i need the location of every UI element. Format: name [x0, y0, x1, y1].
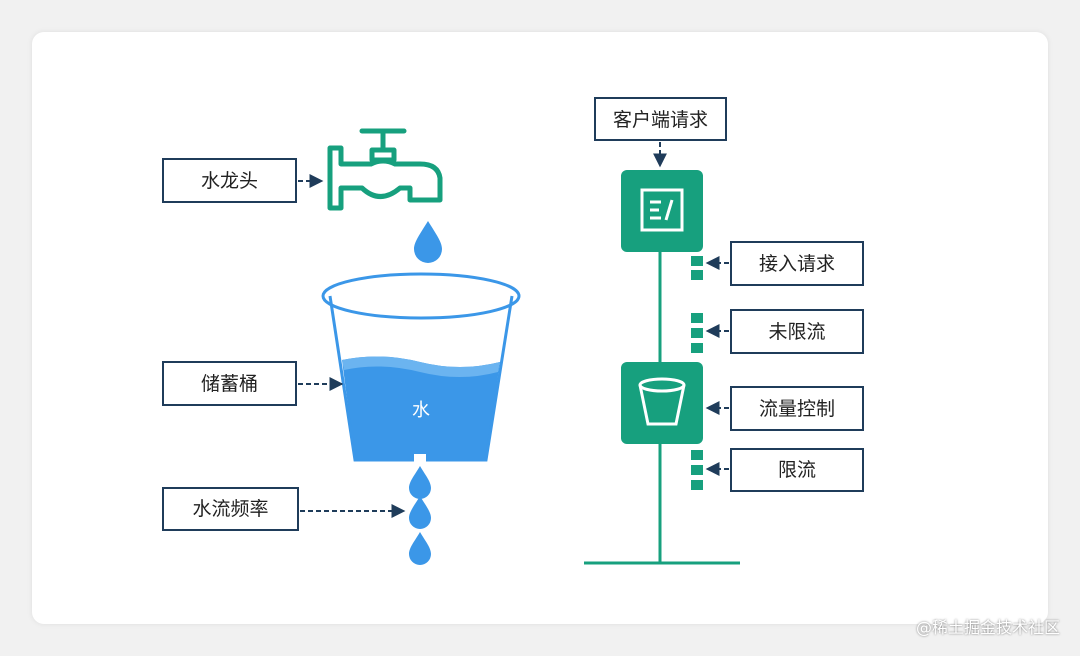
water-label: 水 — [412, 400, 430, 421]
client-request-box: 客户端请求 — [594, 97, 727, 141]
accept-request-box: 接入请求 — [730, 241, 864, 286]
unlimited-box: 未限流 — [730, 309, 864, 354]
water-drop-icon — [414, 221, 442, 263]
bucket-label: 储蓄桶 — [201, 373, 258, 395]
flow-control-node — [621, 362, 703, 444]
water-drop-icon — [409, 496, 431, 529]
segment-markers — [691, 256, 703, 490]
water-drop-icon — [409, 466, 431, 499]
faucet-label-box: 水龙头 — [162, 158, 297, 203]
client-request-label: 客户端请求 — [613, 109, 708, 131]
flow-control-label: 流量控制 — [759, 398, 835, 420]
limited-box: 限流 — [730, 448, 864, 492]
faucet-icon — [327, 128, 443, 211]
limited-label: 限流 — [778, 459, 816, 481]
bucket-icon: 水 — [321, 272, 521, 464]
document-icon — [640, 188, 684, 232]
bucket-label-box: 储蓄桶 — [162, 361, 297, 406]
request-node — [621, 170, 703, 252]
unlimited-label: 未限流 — [768, 321, 825, 343]
accept-request-label: 接入请求 — [759, 253, 835, 275]
watermark: @稀土掘金技术社区 — [915, 618, 1060, 637]
bucket-icon — [638, 377, 686, 426]
faucet-label: 水龙头 — [201, 170, 258, 192]
flow-rate-label: 水流频率 — [192, 498, 268, 520]
water-drop-icon — [409, 532, 431, 565]
flow-rate-label-box: 水流频率 — [162, 487, 299, 531]
flow-control-box: 流量控制 — [730, 386, 864, 431]
